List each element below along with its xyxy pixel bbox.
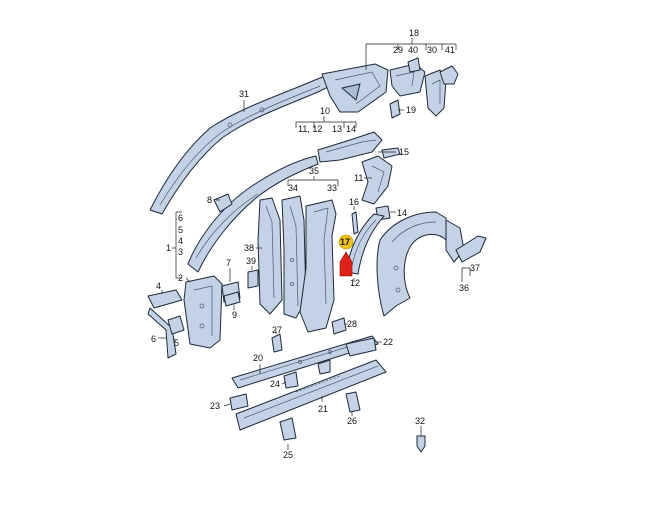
part-12-wheel-arch-inner[interactable] <box>345 213 385 275</box>
callout-5b: 5 <box>174 338 179 348</box>
callout-8: 8 <box>207 195 212 205</box>
part-33-b-pillar-outer[interactable] <box>299 199 337 333</box>
part-11-quarter-inner[interactable] <box>361 155 393 205</box>
callout-19: 19 <box>406 105 416 115</box>
part-22-sill-end[interactable] <box>345 337 377 357</box>
callout-10: 10 <box>320 106 330 116</box>
leader-lines <box>158 38 471 450</box>
callout-4a: 4 <box>178 236 183 246</box>
part-16-stud[interactable] <box>351 211 359 235</box>
part-8-bracket[interactable] <box>213 193 233 213</box>
part-21-sill-outer[interactable] <box>235 359 387 431</box>
callout-22: 22 <box>383 337 393 347</box>
callout-29: 29 <box>393 45 403 55</box>
callout-31: 31 <box>239 89 249 99</box>
part-3-a-pillar-inner[interactable] <box>187 155 319 273</box>
callout-3: 3 <box>178 247 183 257</box>
callout-6a: 6 <box>178 213 183 223</box>
callout-41: 41 <box>445 45 455 55</box>
callout-35: 35 <box>309 166 319 176</box>
callout-9: 9 <box>232 310 237 320</box>
part-30-bracket[interactable] <box>424 69 447 117</box>
part-15-clip[interactable] <box>381 147 401 159</box>
callout-36: 36 <box>459 283 469 293</box>
callout-16: 16 <box>349 197 359 207</box>
part-41-cap[interactable] <box>439 65 459 85</box>
callout-labels: 18 29 40 30 41 31 19 10 11, 12 13 14 15 … <box>151 28 480 460</box>
callout-40: 40 <box>408 45 418 55</box>
part-23-plate[interactable] <box>229 393 249 411</box>
callout-14a: 14 <box>346 124 356 134</box>
callout-12: 12 <box>350 278 360 288</box>
callout-17-badge <box>338 234 354 250</box>
callout-30: 30 <box>427 45 437 55</box>
callout-5a: 5 <box>178 225 183 235</box>
part-2-a-pillar-lower[interactable] <box>183 275 223 349</box>
part-24-bracket[interactable] <box>283 359 331 389</box>
callout-15: 15 <box>399 147 409 157</box>
callout-20: 20 <box>253 353 263 363</box>
callout-27: 27 <box>272 325 282 335</box>
part-19-clip[interactable] <box>389 99 401 119</box>
callout-33: 33 <box>327 183 337 193</box>
callout-34: 34 <box>288 183 298 193</box>
callout-11-12: 11, 12 <box>298 124 322 134</box>
part-40-clip[interactable] <box>407 57 421 73</box>
part-28-bracket[interactable] <box>331 317 347 335</box>
callout-21: 21 <box>318 404 328 414</box>
callout-6b: 6 <box>151 334 156 344</box>
callout-4b: 4 <box>156 281 161 291</box>
callout-18: 18 <box>409 28 419 38</box>
part-9-small-plate[interactable] <box>223 291 241 307</box>
part-37-extension[interactable] <box>455 235 487 263</box>
callout-25: 25 <box>283 450 293 460</box>
callout-2: 2 <box>178 273 183 283</box>
part-26-bracket[interactable] <box>345 391 361 413</box>
callout-26: 26 <box>347 416 357 426</box>
part-18-rear-upper-assembly[interactable] <box>321 63 389 113</box>
callout-39: 39 <box>246 256 256 266</box>
callout-17: 17 <box>340 237 350 247</box>
callout-24: 24 <box>270 379 280 389</box>
callout-32: 32 <box>415 416 425 426</box>
part-36-wheel-arch[interactable] <box>376 211 465 317</box>
part-27-bracket[interactable] <box>271 333 283 353</box>
callout-28: 28 <box>347 319 357 329</box>
callout-38: 38 <box>244 243 254 253</box>
part-39-clip[interactable] <box>247 269 259 289</box>
part-17-highlight[interactable] <box>339 251 353 277</box>
callout-11: 11 <box>354 173 363 183</box>
callout-37: 37 <box>470 263 480 273</box>
callout-13: 13 <box>332 124 342 134</box>
callout-1: 1 <box>166 243 171 253</box>
part-13-reinforcement[interactable] <box>317 131 383 163</box>
callout-23: 23 <box>210 401 220 411</box>
part-5-gusset[interactable] <box>167 315 185 335</box>
callout-7: 7 <box>226 258 231 268</box>
part-32-bolt[interactable] <box>416 435 426 453</box>
part-25-bracket[interactable] <box>279 417 297 441</box>
part-38-b-pillar-inner[interactable] <box>257 197 283 315</box>
callout-14b: 14 <box>397 208 407 218</box>
